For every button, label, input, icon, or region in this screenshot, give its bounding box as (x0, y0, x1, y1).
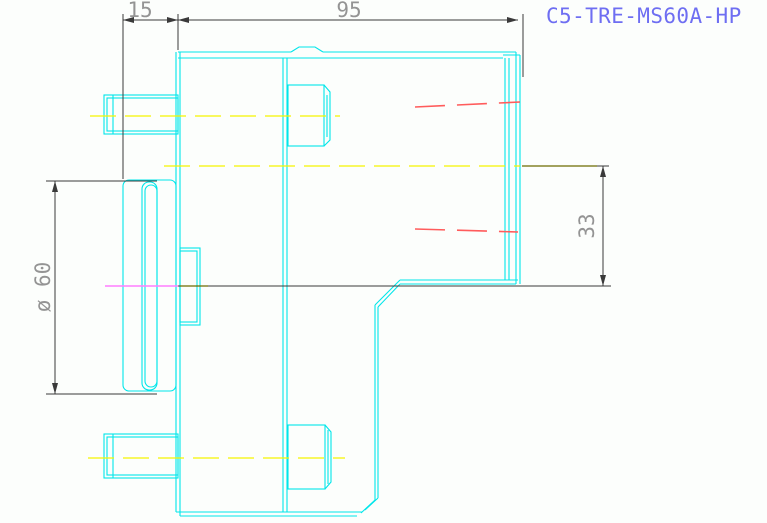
body-top-edge (178, 46, 516, 59)
upper-left-boss (103, 94, 179, 135)
centerlines (88, 115, 520, 459)
dim-33-label: 33 (575, 213, 599, 238)
hidden-bore-lower (414, 228, 519, 233)
dim-diameter-label: ø 60 (31, 262, 55, 313)
hidden-bore-upper (414, 101, 521, 108)
body-right-cap (503, 52, 521, 284)
hidden-lines (414, 101, 521, 233)
dimension-arrows (52, 17, 606, 394)
body-step-profile (176, 279, 518, 517)
bore-wall-lines (282, 58, 288, 512)
overlap-lines (180, 165, 597, 287)
lower-middle-boss (287, 424, 332, 490)
part-outline (103, 46, 521, 517)
dim-15-label: 15 (127, 0, 152, 22)
lower-left-boss (103, 433, 179, 479)
dimension-lines (46, 14, 611, 395)
extension-lines (46, 14, 611, 395)
drawing-title: C5-TRE-MS60A-HP (546, 4, 742, 28)
dim-95-label: 95 (336, 0, 361, 22)
